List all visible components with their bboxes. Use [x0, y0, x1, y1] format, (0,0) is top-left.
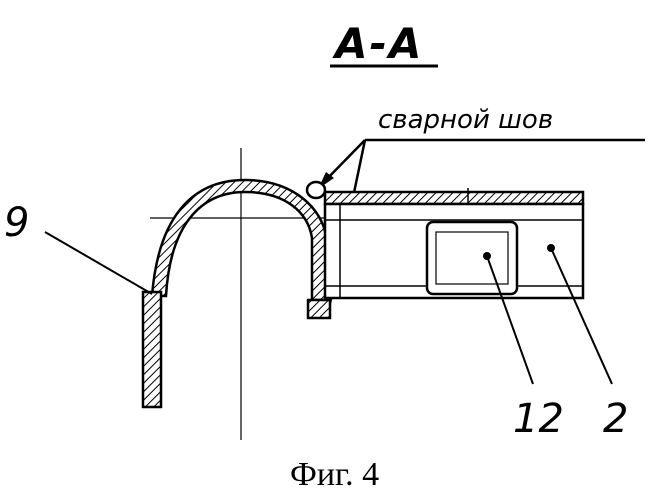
inner-element-core	[436, 232, 508, 284]
callout-9: 9	[4, 200, 29, 246]
curved-profile	[152, 180, 326, 300]
profile-leg	[143, 292, 161, 407]
top-plate	[325, 192, 583, 204]
weld-label: сварной шов	[378, 105, 553, 135]
figure-caption: Фиг. 4	[290, 456, 379, 493]
weld-bead-bottom	[308, 300, 330, 318]
callout-2: 2	[603, 396, 628, 442]
section-title: A-A	[332, 19, 423, 68]
weld-bead-top	[307, 182, 325, 198]
callout-12: 12	[513, 396, 564, 442]
leader-9	[45, 232, 152, 294]
